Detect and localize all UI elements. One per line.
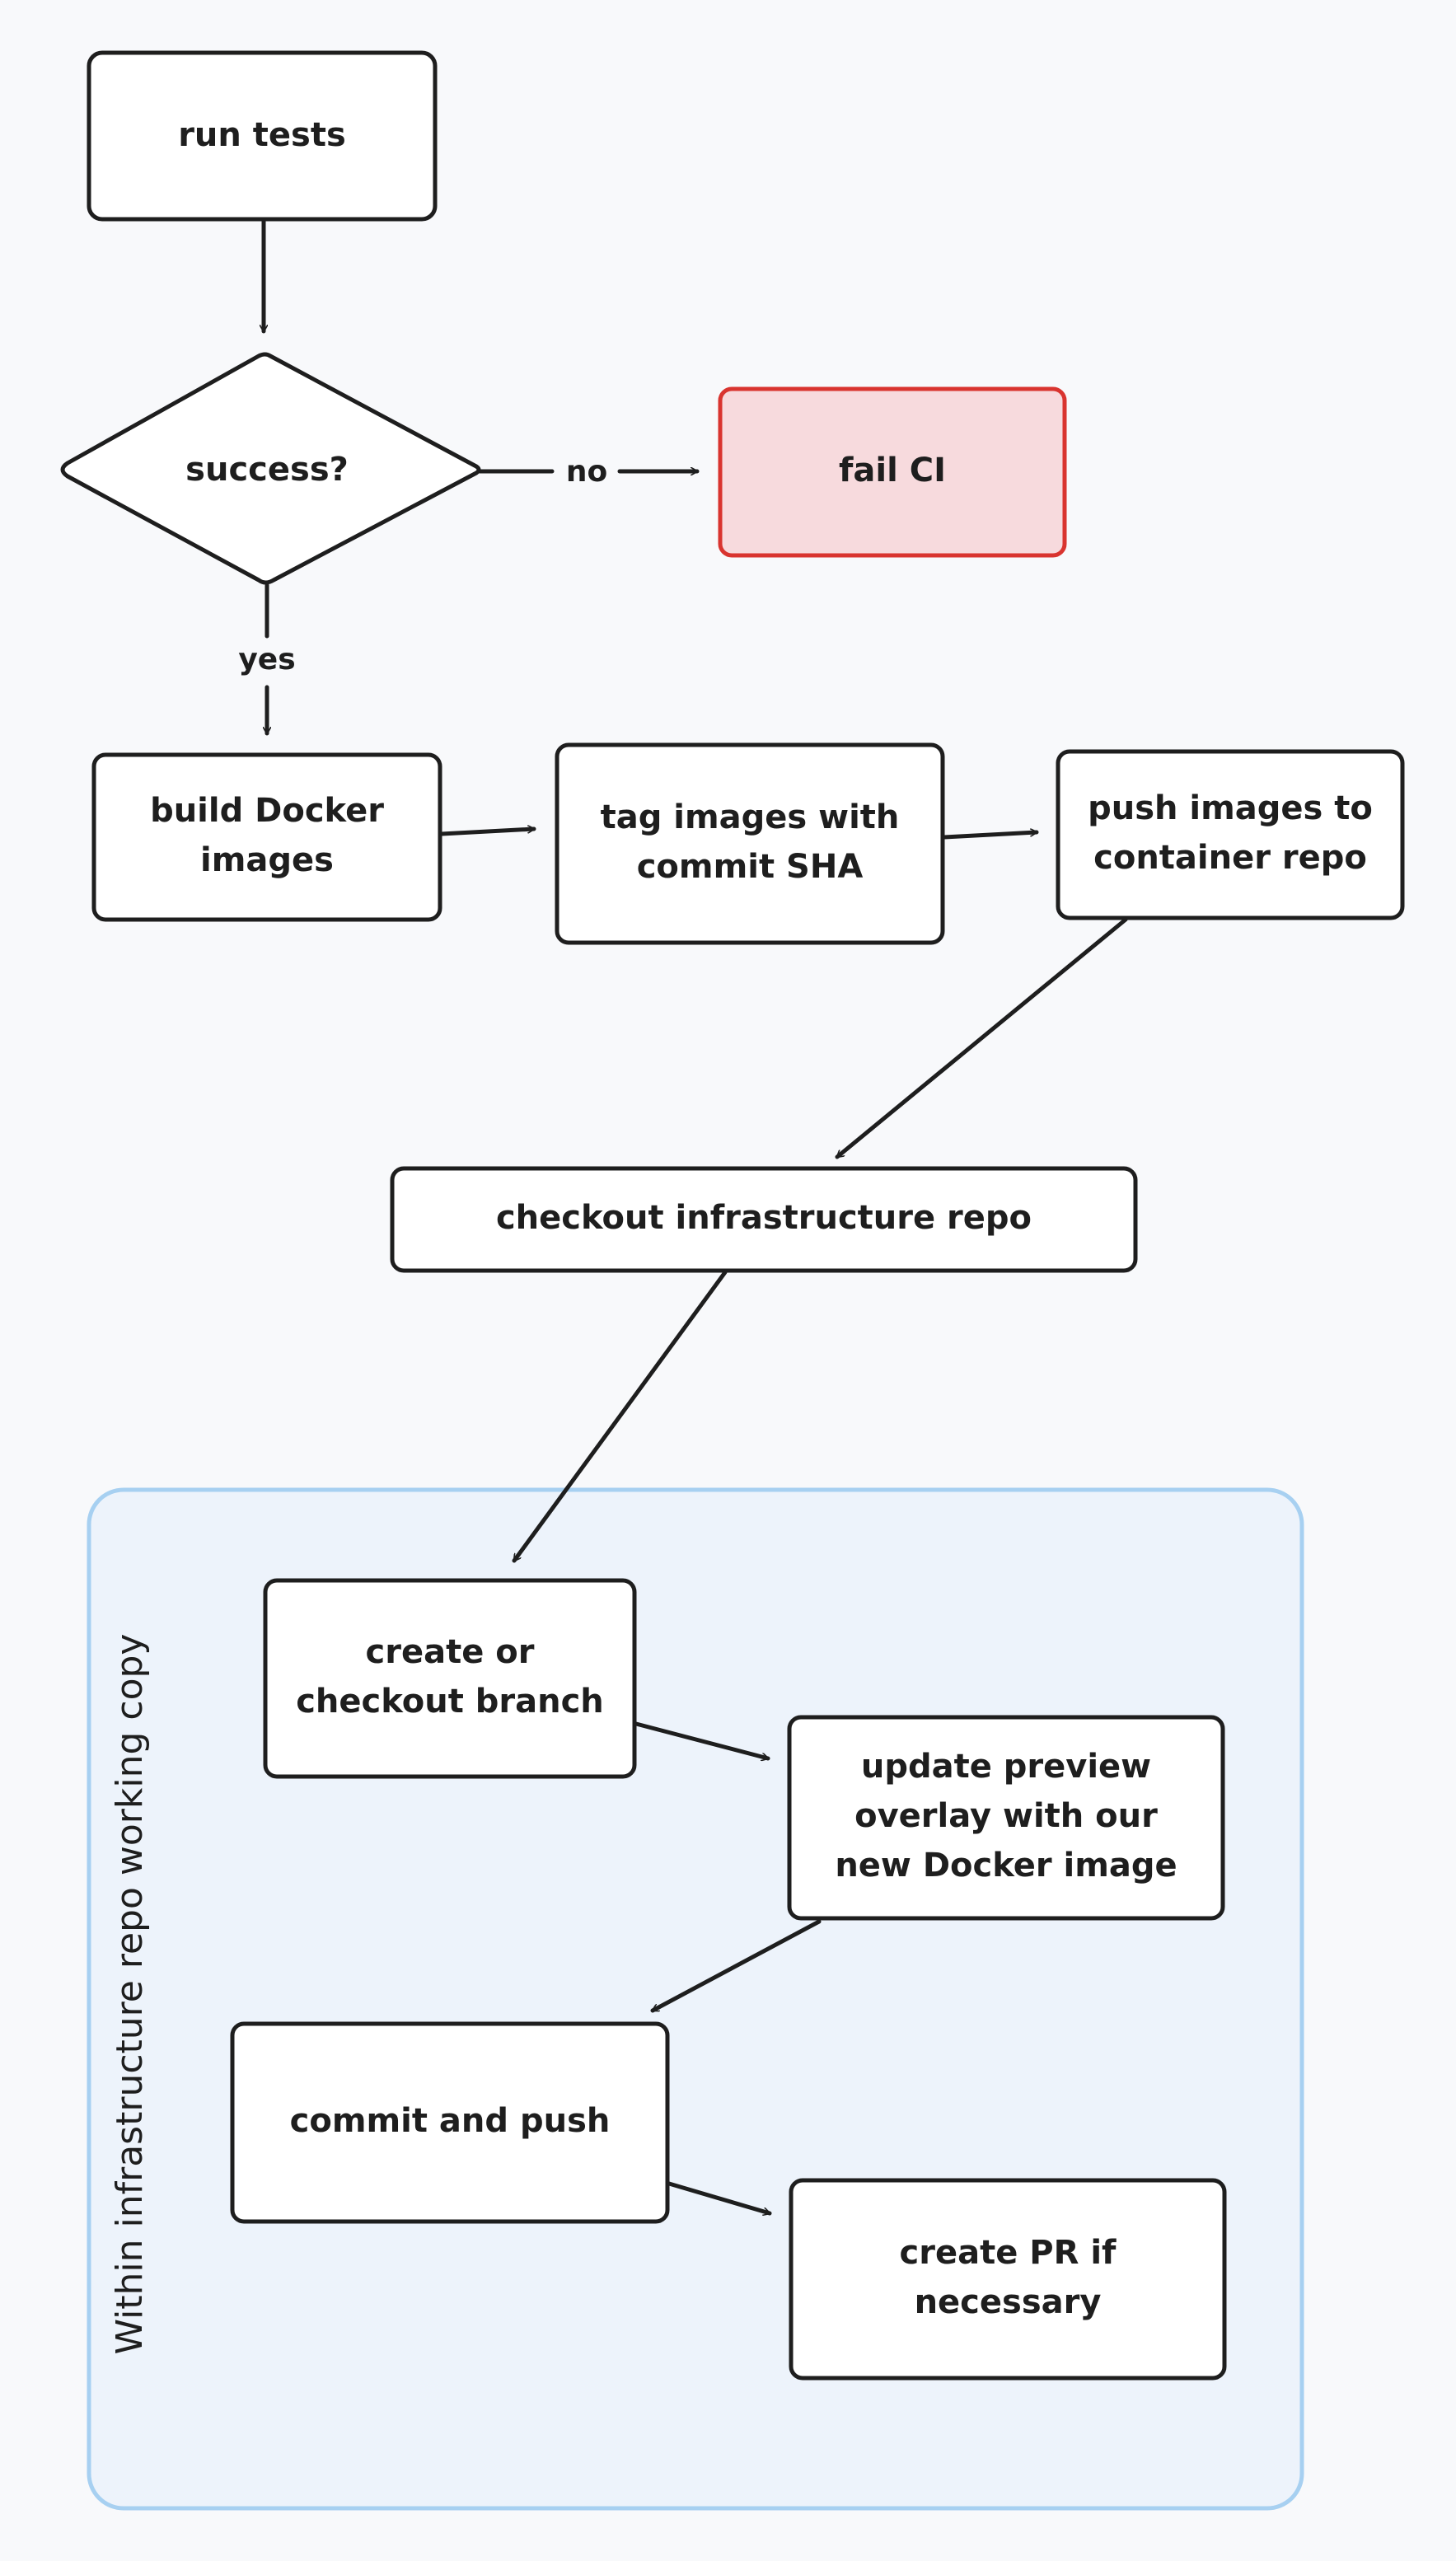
node-label-line: commit and push [290, 2102, 611, 2140]
node-tag-images: tag images with commit SHA [555, 742, 945, 945]
edge-label-yes: yes [238, 643, 295, 677]
node-build-docker-images: build Docker images [91, 752, 442, 922]
node-checkout-infra-repo: checkout infrastructure repo [390, 1166, 1138, 1273]
node-label-line: necessary [915, 2283, 1102, 2321]
edge-commit-to-create-pr [667, 2181, 772, 2213]
edge-checkout-to-create-branch [512, 1270, 728, 1563]
node-label-line: overlay with our [854, 1797, 1158, 1835]
node-label-line: update preview [861, 1748, 1151, 1786]
node-label-line: fail CI [839, 452, 946, 489]
node-label-line: create or [366, 1633, 535, 1671]
node-label-line: create PR if [900, 2234, 1117, 2272]
edge-push-to-checkout [835, 917, 1128, 1159]
svg-text:success?: success? [185, 451, 349, 489]
node-run-tests: run tests [87, 50, 438, 222]
node-label-line: container repo [1093, 839, 1367, 877]
node-update-preview-overlay: update preview overlay with our new Docker… [787, 1715, 1225, 1921]
node-label-line: new Docker image [835, 1847, 1177, 1884]
node-success-decision: success? [60, 352, 481, 585]
edge-update-to-commit [650, 1919, 822, 2013]
node-create-pr: create PR if necessary [789, 2178, 1227, 2381]
node-create-checkout-branch: create or checkout branch [263, 1578, 637, 1779]
svg-text:fail CI: fail CI [839, 452, 946, 489]
node-label-line: push images to [1088, 789, 1373, 827]
node-label-line: commit SHA [637, 848, 864, 886]
node-label-line: images [200, 841, 334, 879]
edge-tag-to-push [942, 832, 1039, 840]
svg-text:checkout infrastructure repo: checkout infrastructure repo [496, 1199, 1032, 1237]
node-push-images: push images to container repo [1056, 749, 1405, 920]
svg-text:run tests: run tests [178, 116, 346, 154]
node-commit-and-push: commit and push [230, 2021, 670, 2224]
node-label-line: tag images with [601, 798, 900, 836]
node-label-line: checkout infrastructure repo [496, 1199, 1032, 1237]
edge-label-no: no [566, 455, 607, 489]
node-label-line: success? [185, 451, 349, 489]
node-fail-ci: fail CI [718, 386, 1067, 558]
node-label-line: run tests [178, 116, 346, 154]
edges [264, 218, 1128, 2213]
svg-text:commit and push: commit and push [290, 2102, 611, 2140]
edge-create-branch-to-update [634, 1721, 770, 1758]
edge-build-to-tag [439, 829, 536, 836]
group-label: Within infrastructure repo working copy [109, 1634, 151, 2355]
node-label-line: build Docker [150, 792, 384, 830]
node-label-line: checkout branch [296, 1683, 604, 1721]
